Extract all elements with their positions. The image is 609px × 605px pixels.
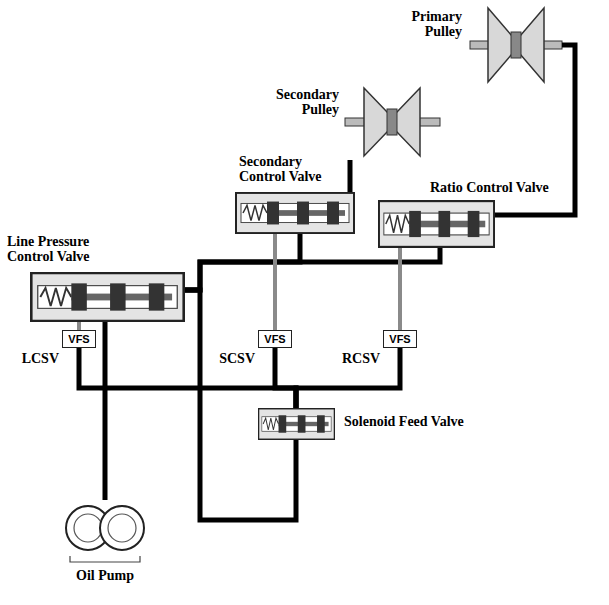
part-label: Oil Pump (60, 568, 150, 583)
part-label: LCSV (19, 351, 61, 366)
oil-line (348, 160, 353, 192)
valve: Ratio Control Valve (378, 200, 495, 248)
primary-pulley-drawing (470, 8, 562, 82)
oil-line (296, 348, 400, 408)
solenoid-label: VFS (264, 333, 285, 345)
valve: Solenoid Feed Valve (258, 408, 335, 440)
solenoid-box: VFSSCSV (258, 330, 292, 348)
oil-pump-drawing (66, 506, 144, 562)
part-label: Primary Pulley (392, 9, 464, 40)
ratio-valve-body (379, 201, 494, 247)
oil-line (103, 322, 108, 500)
signal-line (273, 234, 277, 330)
secondary-pulley-drawing (345, 88, 440, 156)
oil-line (275, 348, 296, 408)
solenoid-label: VFS (68, 333, 89, 345)
solenoid-box: VFSRCSV (383, 330, 417, 348)
part-label: RCSV (340, 351, 382, 366)
pulley: Secondary Pulley (345, 85, 440, 160)
feed-valve-body (259, 409, 335, 440)
part-label: Secondary Control Valve (237, 154, 337, 185)
oil-line (185, 290, 296, 520)
solenoid-label: VFS (389, 333, 410, 345)
part-label: Solenoid Feed Valve (342, 414, 492, 429)
secondary-valve-body (236, 193, 354, 233)
part-label: SCSV (215, 351, 257, 366)
pump: Oil Pump (65, 500, 145, 562)
valve: Secondary Control Valve (235, 192, 355, 234)
oil-line (79, 348, 296, 408)
signal-line (398, 248, 402, 330)
signal-line (77, 322, 81, 330)
solenoid-box: VFSLCSV (62, 330, 96, 348)
valve: Line Pressure Control Valve (30, 272, 185, 322)
line-valve-body (31, 273, 183, 321)
part-label: Secondary Pulley (273, 87, 341, 118)
pulley: Primary Pulley (470, 5, 562, 85)
part-label: Line Pressure Control Valve (5, 234, 130, 265)
part-label: Ratio Control Valve (428, 180, 563, 195)
